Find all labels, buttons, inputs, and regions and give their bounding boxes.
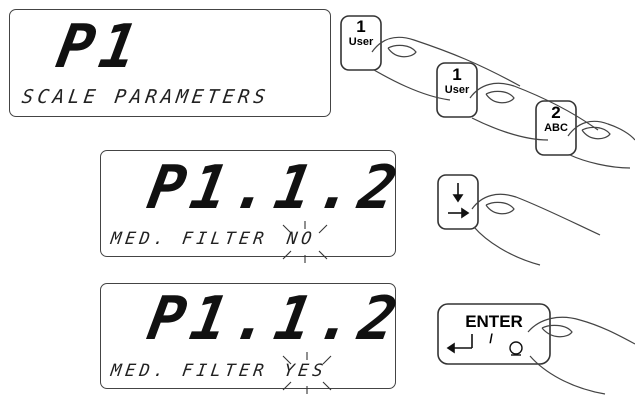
display-screen-1: P1 SCALE PARAMETERS bbox=[9, 9, 331, 117]
key-text: User bbox=[341, 36, 381, 48]
display-sub-label: MED. FILTER bbox=[110, 229, 269, 249]
enter-key-label: ENTER bbox=[438, 312, 550, 332]
abc-key[interactable]: 2 ABC bbox=[536, 104, 576, 134]
blink-rays-icon bbox=[277, 221, 333, 263]
enter-key-sub: / bbox=[432, 332, 550, 346]
blink-rays-icon bbox=[277, 352, 337, 394]
display-screen-3: P1.1.2 MED. FILTER YES bbox=[100, 283, 396, 389]
display-sub-text: SCALE PARAMETERS bbox=[20, 86, 270, 108]
display-main-text: P1.1.2 bbox=[143, 284, 408, 354]
key-number: 1 bbox=[341, 18, 381, 36]
user-key-2[interactable]: 1 User bbox=[437, 66, 477, 96]
display-sub-label: MED. FILTER bbox=[110, 361, 269, 381]
key-number: 1 bbox=[437, 66, 477, 84]
display-main-text: P1 bbox=[52, 12, 149, 82]
user-key-1[interactable]: 1 User bbox=[341, 18, 381, 48]
key-number: 2 bbox=[536, 104, 576, 122]
key-text: User bbox=[437, 84, 477, 96]
key-text: ABC bbox=[536, 122, 576, 134]
arrow-key-press bbox=[430, 165, 635, 275]
enter-key[interactable]: ENTER / bbox=[438, 306, 550, 346]
